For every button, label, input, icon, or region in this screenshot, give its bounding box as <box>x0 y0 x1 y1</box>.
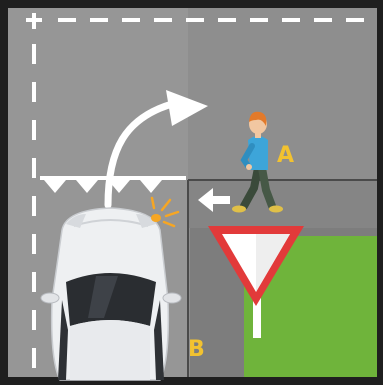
label-a: A <box>277 143 294 168</box>
left-lane-marking <box>32 44 36 368</box>
label-b: B <box>188 337 205 362</box>
car-top-view-icon <box>41 208 181 380</box>
